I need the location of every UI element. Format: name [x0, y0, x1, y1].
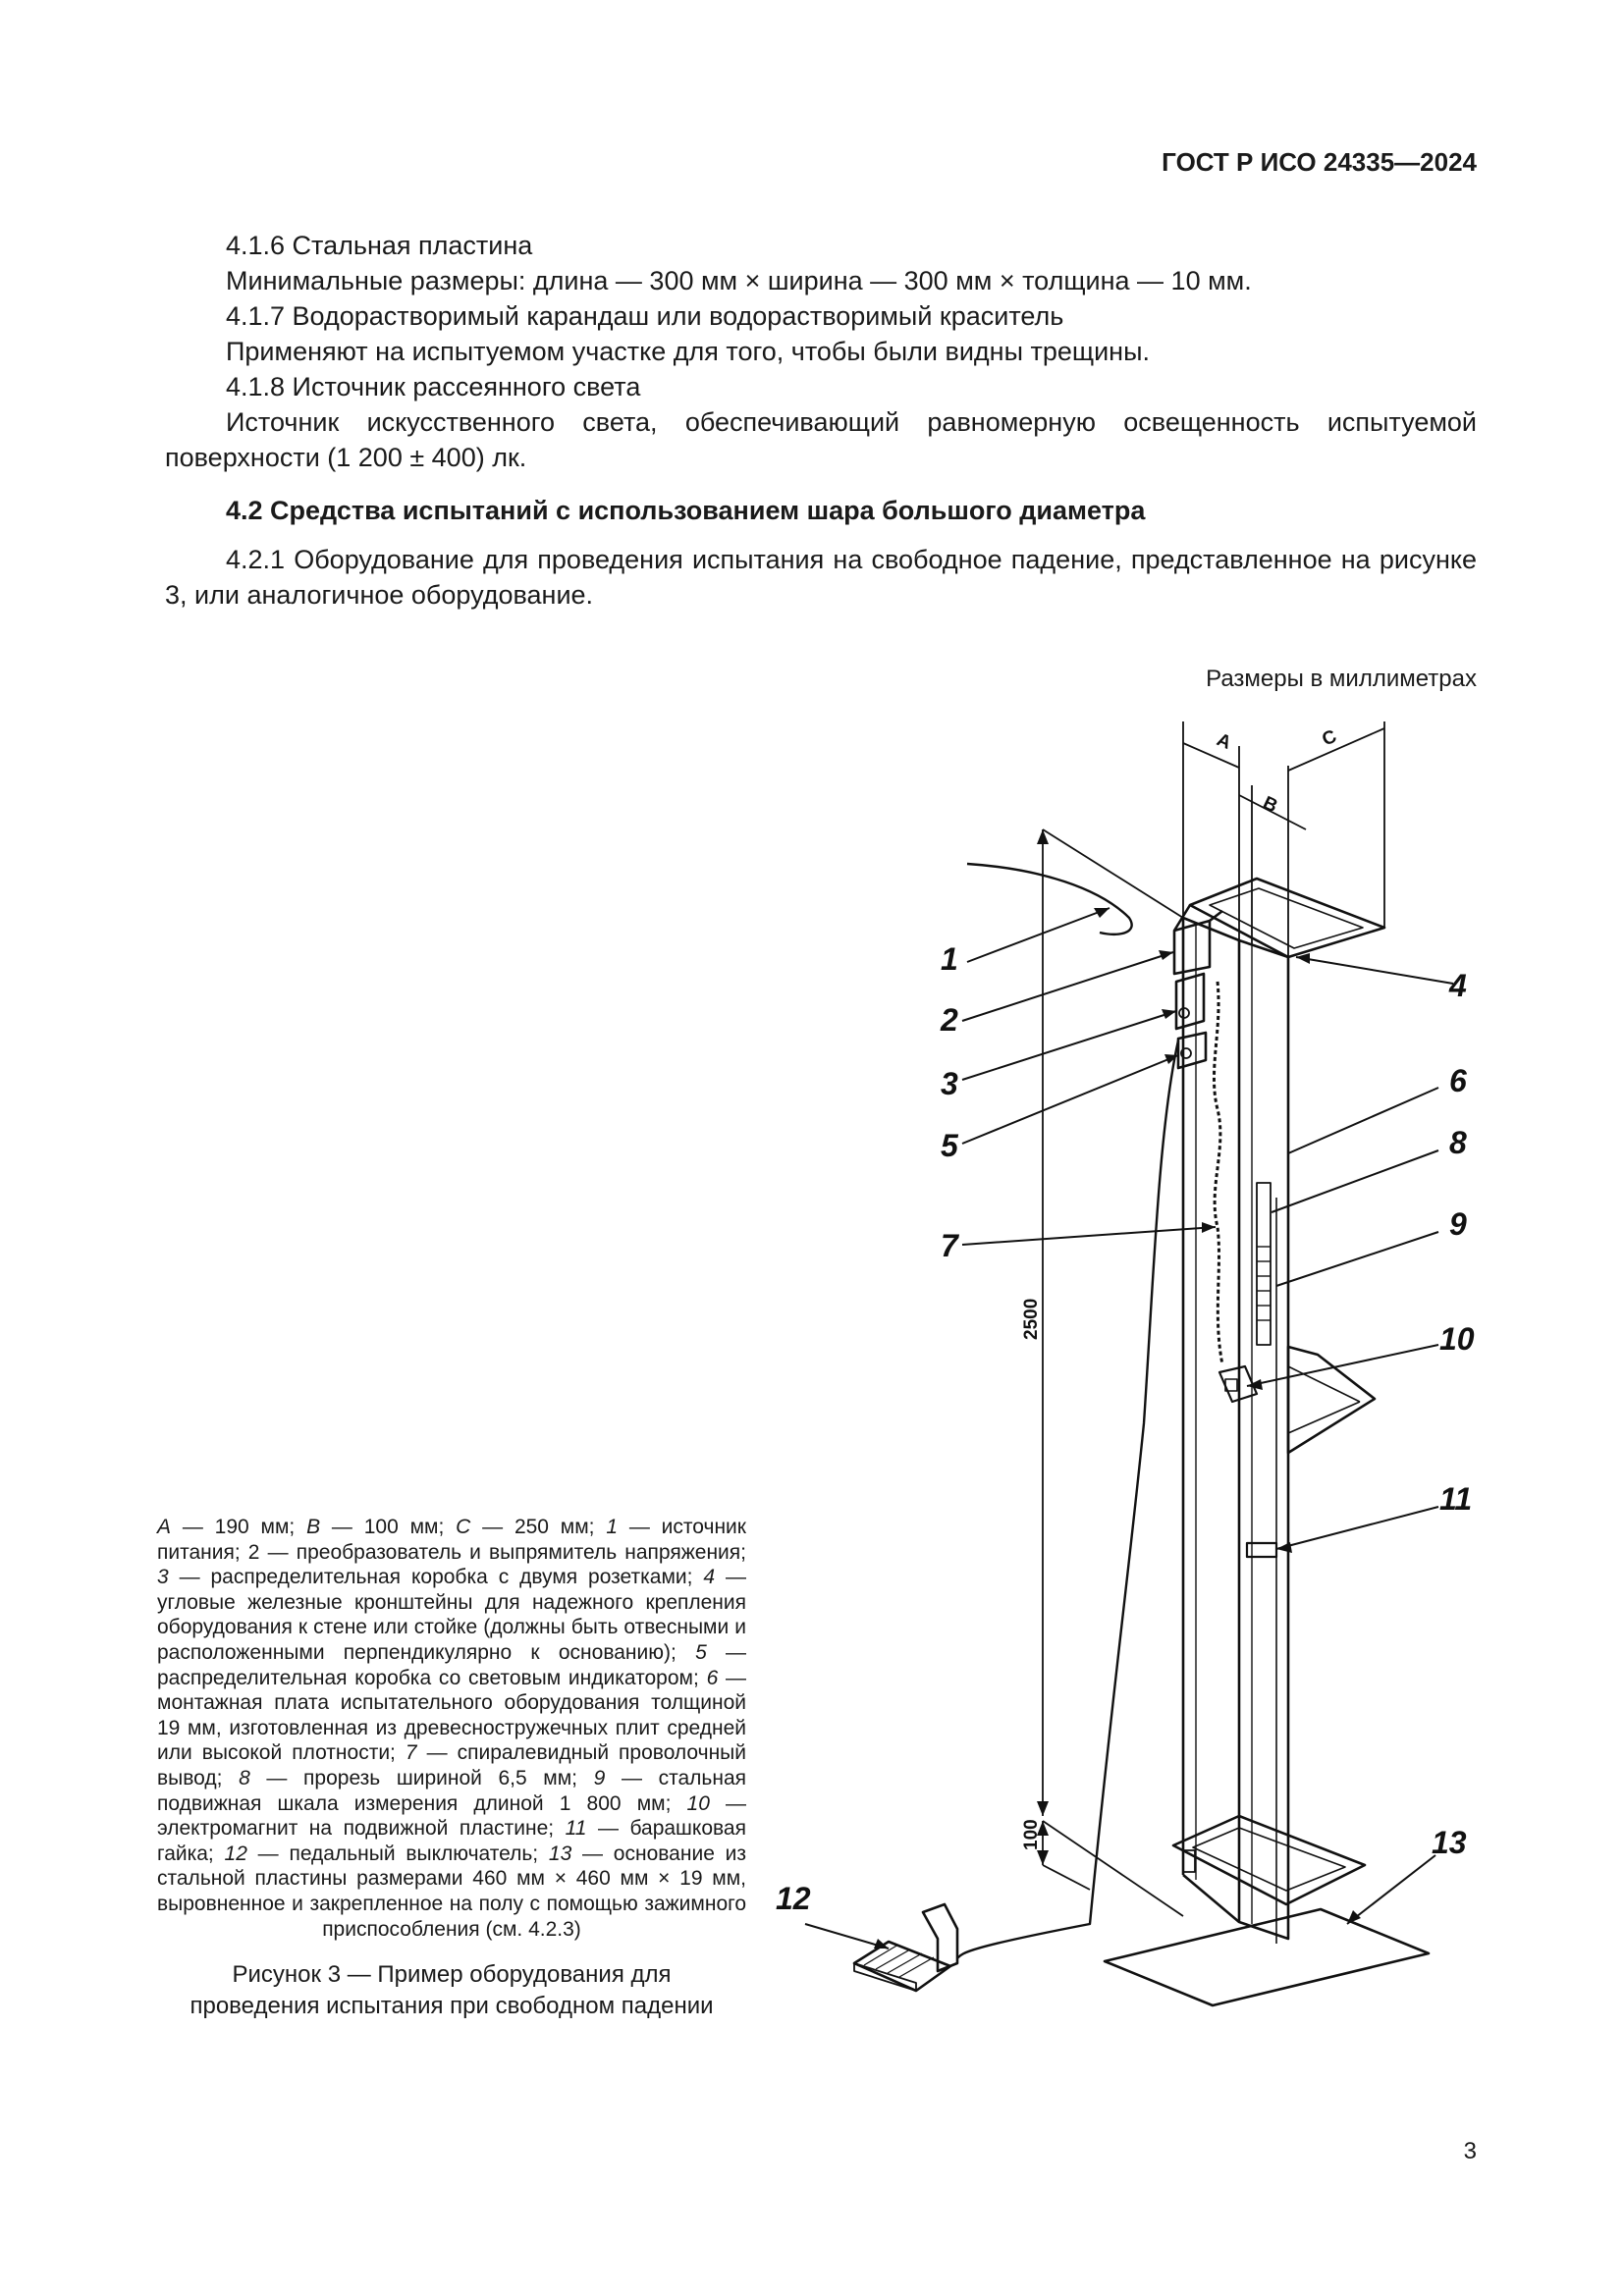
dim-b-label: B — [1260, 792, 1280, 817]
legend-value: — источник питания; 2 — преобразователь … — [157, 1516, 746, 1564]
legend-value: — спиралевидный проволочный вывод; — [157, 1741, 746, 1789]
units-note: Размеры в миллиметрах — [1206, 666, 1477, 692]
legend-value: — стальная подвижная шкала измерения дли… — [157, 1766, 746, 1815]
callout-12: 12 — [776, 1881, 811, 1916]
pedal-switch — [852, 1940, 952, 1993]
legend-key: 11 — [565, 1817, 587, 1841]
bottom-bracket — [1171, 1814, 1367, 1906]
legend-key: 4 — [703, 1566, 716, 1589]
scale-slot — [1256, 1182, 1272, 1346]
mounting-board — [1237, 938, 1290, 1941]
legend-value: — электромагнит на подвижной пластине; — [157, 1791, 747, 1841]
legend-value: — монтажная плата испытательного оборудо… — [157, 1666, 746, 1765]
page-number: 3 — [1463, 2138, 1477, 2164]
callout-13: 13 — [1432, 1825, 1467, 1860]
legend-value: — 250 мм; — [470, 1516, 607, 1538]
power-source — [1172, 919, 1212, 976]
middle-bracket — [1286, 1345, 1377, 1455]
figure-caption-line-1: Рисунок 3 — Пример оборудования для — [232, 1961, 672, 1988]
legend-value: — барашковая гайка; — [157, 1817, 746, 1865]
dim-height-label: 2500 — [1021, 1299, 1042, 1340]
legend-key: 9 — [593, 1766, 606, 1789]
callout-11: 11 — [1439, 1481, 1472, 1517]
section-4-1-7-text: Применяют на испытуемом участке для того… — [226, 337, 1151, 366]
legend-value: — 100 мм; — [320, 1516, 457, 1538]
legend-key: 7 — [405, 1741, 417, 1765]
legend-value: — основание из стальной пластины размера… — [157, 1842, 746, 1941]
legend-value: — распределительная коробка со световым … — [157, 1640, 746, 1689]
figure-caption: Рисунок 3 — Пример оборудования для пров… — [157, 1959, 746, 2022]
callout-4: 4 — [1448, 968, 1467, 1003]
electromagnet — [1218, 1364, 1259, 1404]
figure-caption-line-2: проведения испытания при свободном паден… — [189, 1993, 714, 2019]
figure-legend: A — 190 мм; B — 100 мм; C — 250 мм; 1 — … — [157, 1515, 746, 1942]
legend-key: B — [306, 1516, 321, 1538]
section-4-1-6-text: Минимальные размеры: длина — 300 мм × ши… — [226, 266, 1252, 295]
dim-bottom-label: 100 — [1021, 1819, 1042, 1850]
dim-a-label: A — [1214, 729, 1234, 754]
wing-nut — [1245, 1541, 1278, 1559]
section-4-1-7-title: 4.1.7 Водорастворимый карандаш или водор… — [226, 301, 1064, 331]
legend-key: 5 — [695, 1640, 707, 1664]
dim-c-label: C — [1319, 726, 1339, 751]
legend-value: — педальный выключатель; — [246, 1842, 549, 1865]
pedal-cable — [956, 1040, 1180, 1959]
legend-key: A — [157, 1516, 172, 1538]
legend-value: — 190 мм; — [171, 1516, 307, 1538]
junction-box — [1176, 1031, 1208, 1070]
callout-9: 9 — [1449, 1206, 1467, 1242]
legend-key: 10 — [686, 1791, 710, 1815]
callout-7: 7 — [941, 1228, 960, 1263]
legend-key: 12 — [224, 1842, 247, 1865]
spiral-cable — [1212, 981, 1224, 1365]
callout-5: 5 — [941, 1128, 959, 1163]
legend-key: 13 — [548, 1842, 572, 1865]
legend-value: — распределительная коробка с двумя розе… — [168, 1566, 704, 1589]
section-4-1-8-title: 4.1.8 Источник рассеянного света — [226, 372, 641, 401]
legend-value: — прорезь шириной 6,5 мм; — [249, 1766, 594, 1789]
callout-1: 1 — [941, 941, 958, 977]
legend-key: 3 — [157, 1566, 169, 1589]
legend-key: 8 — [239, 1766, 250, 1789]
legend-key: C — [456, 1516, 471, 1538]
base-plate — [1103, 1907, 1431, 2007]
callout-2: 2 — [940, 1002, 958, 1038]
document-id-header: ГОСТ Р ИСО 24335—2024 — [1162, 147, 1477, 177]
callout-8: 8 — [1449, 1125, 1467, 1160]
legend-key: 6 — [706, 1666, 719, 1689]
section-4-2-heading: 4.2 Средства испытаний с использованием … — [226, 496, 1146, 525]
callout-6: 6 — [1449, 1063, 1467, 1098]
body-text: 4.1.6 Стальная пластина Минимальные разм… — [165, 228, 1477, 613]
legend-key: 1 — [606, 1516, 619, 1538]
section-4-1-6-title: 4.1.6 Стальная пластина — [226, 231, 533, 260]
section-4-2-1-text: 4.2.1 Оборудование для проведения испыта… — [165, 545, 1477, 610]
section-4-1-8-text: Источник искусственного света, обеспечив… — [165, 407, 1477, 472]
callout-3: 3 — [941, 1066, 958, 1101]
callout-10: 10 — [1439, 1321, 1475, 1357]
converter-box — [1174, 972, 1206, 1031]
legend-value: — угловые железные кронштейны для надежн… — [157, 1566, 746, 1664]
